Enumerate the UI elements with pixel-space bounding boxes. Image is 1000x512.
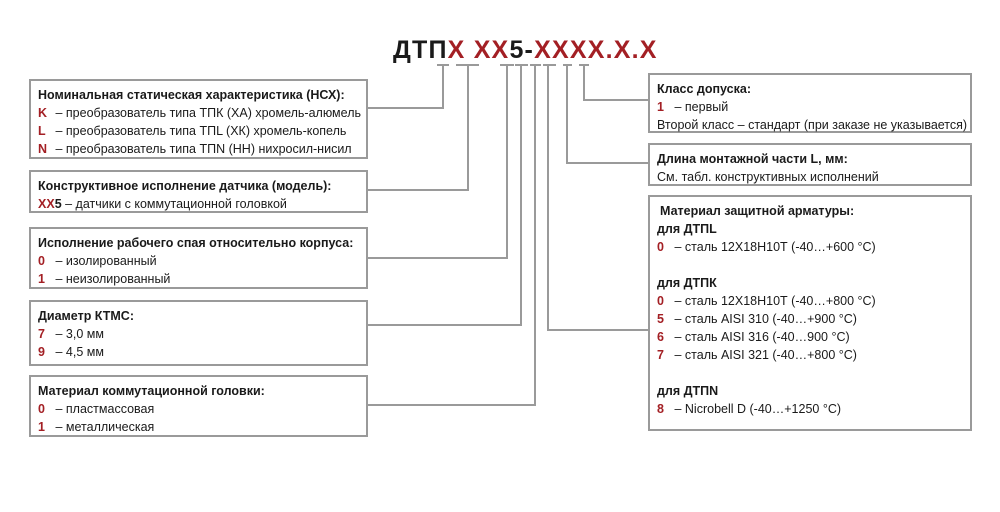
junction-box: Исполнение рабочего спая относительно ко… [29,227,368,289]
armature-title: Материал защитной арматуры: [660,204,855,218]
nsx-code: L [38,124,46,138]
connector-armature [547,65,648,331]
head-text: – металлическая [55,420,155,434]
head-title: Материал коммутационной головки: [38,384,265,398]
junction-item: 1 – неизолированный [38,270,360,288]
tolerance-box: Класс допуска: 1 – первый Второй класс –… [648,73,972,133]
head-item: 0 – пластмассовая [38,400,360,418]
armature-item: 7 – сталь AISI 321 (-40…+800 °С) [657,346,964,364]
code-nsx-slot: X [447,36,466,64]
armature-item: 5 – сталь AISI 310 (-40…+900 °С) [657,310,964,328]
junction-text: – неизолированный [55,272,171,286]
armature-text: – сталь 12Х18Н10Т (-40…+800 °С) [674,294,876,308]
armature-group-title: для ДТПК [657,276,717,290]
length-title: Длина монтажной части L, мм: [657,152,848,166]
junction-title: Исполнение рабочего спая относительно ко… [38,236,354,250]
tolerance-note: Второй класс – стандарт (при заказе не у… [657,118,968,132]
armature-code: 5 [657,312,664,326]
nsx-text: – преобразователь типа ТПL (ХК) хромель-… [55,124,347,138]
armature-group-title: для ДТПN [657,384,719,398]
armature-text: – сталь AISI 310 (-40…+900 °С) [674,312,857,326]
junction-text: – изолированный [55,254,157,268]
junction-item: 0 – изолированный [38,252,360,270]
nsx-item: N – преобразователь типа ТПN (НН) нихрос… [38,140,360,158]
armature-code: 0 [657,240,664,254]
model-code-red: XX [38,197,55,211]
head-code: 1 [38,420,45,434]
armature-box: Материал защитной арматуры: для ДТПL 0 –… [648,195,972,431]
nsx-item: K – преобразователь типа ТПК (ХА) хромел… [38,104,361,122]
nsx-code: N [38,142,48,156]
armature-item: 0 – сталь 12Х18Н10Т (-40…+800 °С) [657,292,964,310]
model-code: ДТПX XX5-XXXX.X.X [393,36,658,65]
diameter-code: 9 [38,345,45,359]
junction-code: 0 [38,254,45,268]
tolerance-title: Класс допуска: [657,82,751,96]
model-text: – датчики с коммутационной головкой [61,197,287,211]
model-item: XX5 – датчики с коммутационной головкой [38,195,360,213]
armature-text: – Nicrobell D (-40…+1250 °С) [674,402,842,416]
nsx-title: Номинальная статическая характеристика (… [38,88,345,102]
connector-head [368,65,536,406]
tolerance-text: – первый [674,100,729,114]
armature-code: 0 [657,294,664,308]
connector-junction [368,65,508,259]
tolerance-item: 1 – первый [657,98,964,116]
code-dash: - [524,36,535,64]
code-model-slot: XX [473,36,510,64]
nsx-text: – преобразователь типа ТПN (НН) нихросил… [55,142,352,156]
nsx-text: – преобразователь типа ТПК (ХА) хромель-… [55,106,361,120]
armature-item: 6 – сталь AISI 316 (-40…900 °С) [657,328,964,346]
model-box: Конструктивное исполнение датчика (модел… [29,170,368,213]
code-options-slots: XXXX.X.X [534,36,658,64]
armature-item: 0 – сталь 12Х18Н10Т (-40…+600 °С) [657,238,964,256]
diameter-text: – 3,0 мм [55,327,104,341]
connector-length [566,65,648,164]
model-code-dark: 5 [54,197,62,211]
connector-diameter [368,65,522,326]
diameter-text: – 4,5 мм [55,345,104,359]
armature-code: 7 [657,348,664,362]
junction-code: 1 [38,272,45,286]
diameter-box: Диаметр КТМС: 7 – 3,0 мм 9 – 4,5 мм [29,300,368,366]
nsx-box: Номинальная статическая характеристика (… [29,79,368,159]
armature-text: – сталь AISI 316 (-40…900 °С) [674,330,850,344]
armature-group-title: для ДТПL [657,222,717,236]
nsx-item: L – преобразователь типа ТПL (ХК) хромел… [38,122,360,140]
code-prefix: ДТП [393,36,448,64]
armature-item: 8 – Nicrobell D (-40…+1250 °С) [657,400,964,418]
head-code: 0 [38,402,45,416]
connector-nsx [368,65,444,109]
head-item: 1 – металлическая [38,418,360,436]
diameter-code: 7 [38,327,45,341]
tolerance-code: 1 [657,100,664,114]
length-box: Длина монтажной части L, мм: См. табл. к… [648,143,972,186]
armature-text: – сталь 12Х18Н10Т (-40…+600 °С) [674,240,876,254]
connector-model [368,65,469,191]
model-title: Конструктивное исполнение датчика (модел… [38,179,332,193]
diameter-item: 9 – 4,5 мм [38,343,360,361]
diameter-title: Диаметр КТМС: [38,309,134,323]
armature-code: 6 [657,330,664,344]
head-box: Материал коммутационной головки: 0 – пла… [29,375,368,437]
connector-tolerance [583,65,648,101]
armature-text: – сталь AISI 321 (-40…+800 °С) [674,348,857,362]
code-model-digit: 5 [509,36,525,64]
diameter-item: 7 – 3,0 мм [38,325,360,343]
nsx-code: K [38,106,48,120]
armature-code: 8 [657,402,664,416]
head-text: – пластмассовая [55,402,155,416]
length-note: См. табл. конструктивных исполнений [657,170,879,184]
